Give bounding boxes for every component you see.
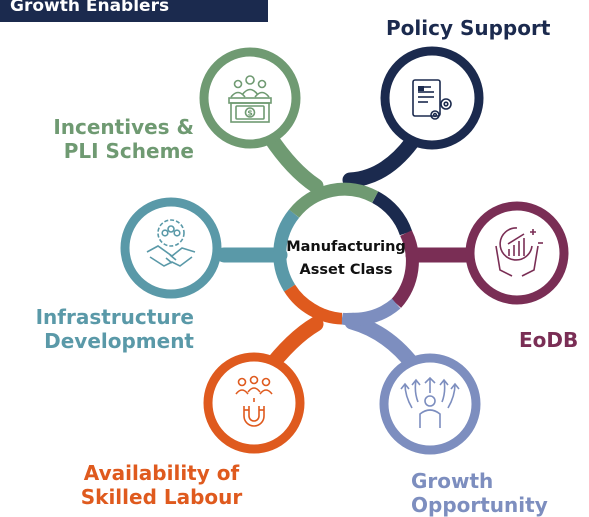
growth-chart-hands-icon	[495, 227, 543, 277]
hub-core	[289, 199, 403, 313]
label-infrastructure-line-1: Infrastructure	[35, 305, 194, 329]
label-growth: Growth Opportunity	[411, 469, 548, 517]
circle-growth	[379, 353, 481, 455]
center-line-1: Manufacturing	[286, 239, 406, 255]
header-title: Growth Enablers	[10, 0, 170, 16]
person-growth-arrows-icon	[400, 376, 460, 428]
label-incentives: Incentives & PLI Scheme	[53, 115, 194, 163]
label-growth-line-1: Growth	[411, 469, 494, 493]
label-growth-line-2: Opportunity	[411, 493, 548, 517]
hub-arc-incentives	[288, 182, 379, 218]
connector-growth	[344, 314, 422, 374]
label-incentives-line-1: Incentives &	[53, 115, 194, 139]
people-magnet-icon	[235, 375, 273, 427]
connector-incentives	[262, 129, 324, 194]
label-eodb-line-1: EoDB	[519, 328, 579, 352]
money-incentive-icon: $	[228, 75, 272, 123]
label-labour-line-1: Availability of	[83, 461, 240, 485]
hub-arc-infrastructure	[273, 209, 300, 292]
hub-arc-policy	[371, 191, 413, 236]
header-banner: Growth Enablers	[0, 0, 268, 22]
label-labour-line-2: Skilled Labour	[80, 485, 243, 509]
center-line-2: Asset Class	[300, 262, 393, 278]
circle-policy	[380, 46, 484, 150]
circle-labour	[203, 352, 305, 454]
label-policy: Policy Support	[386, 16, 576, 40]
label-incentives-line-2: PLI Scheme	[63, 139, 194, 163]
svg-text:$: $	[247, 109, 253, 118]
label-policy-line-1: Policy Support	[386, 16, 551, 40]
label-infrastructure-line-2: Development	[44, 329, 194, 353]
label-infrastructure: Infrastructure Development	[36, 305, 194, 353]
label-eodb: EoDB	[519, 328, 578, 352]
circle-infrastructure	[120, 197, 222, 299]
label-labour: Availability of Skilled Labour	[70, 461, 253, 509]
policy-document-gears-icon	[412, 79, 452, 120]
hub-arc-eodb	[391, 230, 419, 308]
hub-arc-labour	[284, 284, 343, 325]
handshake-gear-icon	[146, 219, 196, 267]
connector-policy	[342, 134, 420, 188]
hub-arc-growth	[340, 298, 401, 326]
circle-eodb	[465, 201, 569, 305]
